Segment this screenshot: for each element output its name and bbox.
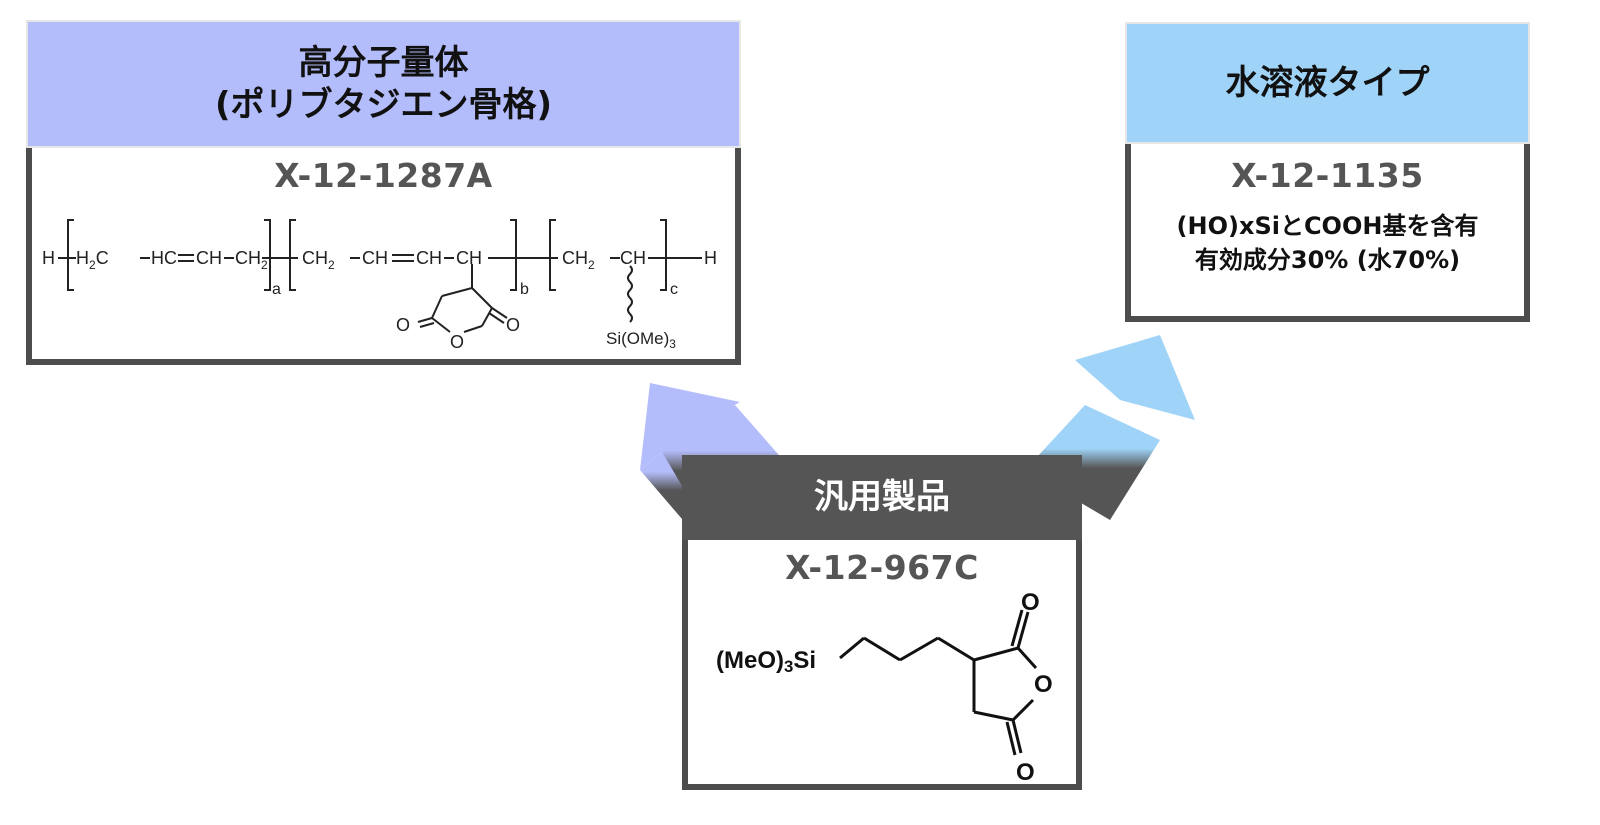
right-desc-line2: 有効成分30% (水70%) xyxy=(1194,246,1461,274)
formula-ch-c: CH xyxy=(620,248,646,268)
formula-ch2-a2: CH2 xyxy=(235,248,268,272)
right-header-title: 水溶液タイプ xyxy=(1225,62,1430,103)
center-formula-o-bottom: O xyxy=(1016,759,1035,786)
formula-h-right: H xyxy=(704,248,717,268)
left-card: 高分子量体 (ポリブタジエン骨格) X-12-1287A xyxy=(26,20,741,365)
center-card: 汎用製品 X-12-967C (MeO)3Si O xyxy=(682,455,1082,790)
arrow-right-head xyxy=(1075,335,1195,420)
left-card-body: X-12-1287A xyxy=(26,148,741,365)
center-card-header: 汎用製品 xyxy=(682,455,1082,540)
center-card-body: X-12-967C (MeO)3Si O O O xyxy=(682,540,1082,790)
arrow-left-head xyxy=(640,383,740,470)
right-desc-line1: (HO)xSiとCOOH基を含有 xyxy=(1176,212,1479,240)
left-card-header: 高分子量体 (ポリブタジエン骨格) xyxy=(26,20,741,148)
formula-subscript-c: c xyxy=(670,281,678,298)
right-card-body: X-12-1135 (HO)xSiとCOOH基を含有 有効成分30% (水70%… xyxy=(1125,144,1530,322)
arrow-right-body xyxy=(1025,405,1160,520)
center-formula-o-top: O xyxy=(1021,589,1040,616)
right-card-header: 水溶液タイプ xyxy=(1125,22,1530,144)
anhydride-silane-structure: (MeO)3Si O O O xyxy=(716,589,1053,786)
left-header-line2: (ポリブタジエン骨格) xyxy=(214,85,553,125)
center-product-code: X-12-967C xyxy=(785,548,979,587)
formula-ch2-b: CH2 xyxy=(302,248,335,272)
formula-hc-a: HC xyxy=(151,248,177,268)
formula-ch-b1: CH xyxy=(362,248,388,268)
formula-silane: Si(OMe)3 xyxy=(606,329,676,351)
left-header-line1: 高分子量体 xyxy=(298,42,469,83)
center-header-title: 汎用製品 xyxy=(814,477,950,518)
left-product-code: X-12-1287A xyxy=(274,156,493,195)
formula-ch-b2: CH xyxy=(416,248,442,268)
formula-ring-o-right: O xyxy=(506,315,520,335)
right-card: 水溶液タイプ X-12-1135 (HO)xSiとCOOH基を含有 有効成分30… xyxy=(1125,22,1530,322)
formula-ch2-c: CH2 xyxy=(562,248,595,272)
formula-subscript-a: a xyxy=(272,281,281,298)
formula-subscript-b: b xyxy=(520,281,529,298)
formula-ch2-a1: H2C xyxy=(76,248,109,272)
formula-ch-b3: CH xyxy=(456,248,482,268)
right-product-code: X-12-1135 xyxy=(1231,156,1424,195)
formula-ring-o-left: O xyxy=(396,315,410,335)
center-formula-o-ring: O xyxy=(1034,671,1053,698)
formula-h-left: H xyxy=(42,248,55,268)
formula-ch-a: CH xyxy=(196,248,222,268)
formula-ring-o-bottom: O xyxy=(450,332,464,352)
center-formula-silane: (MeO)3Si xyxy=(716,647,816,676)
polybutadiene-structure: H H2C HC CH CH2 a CH2 CH CH CH b O O O C… xyxy=(42,219,717,352)
